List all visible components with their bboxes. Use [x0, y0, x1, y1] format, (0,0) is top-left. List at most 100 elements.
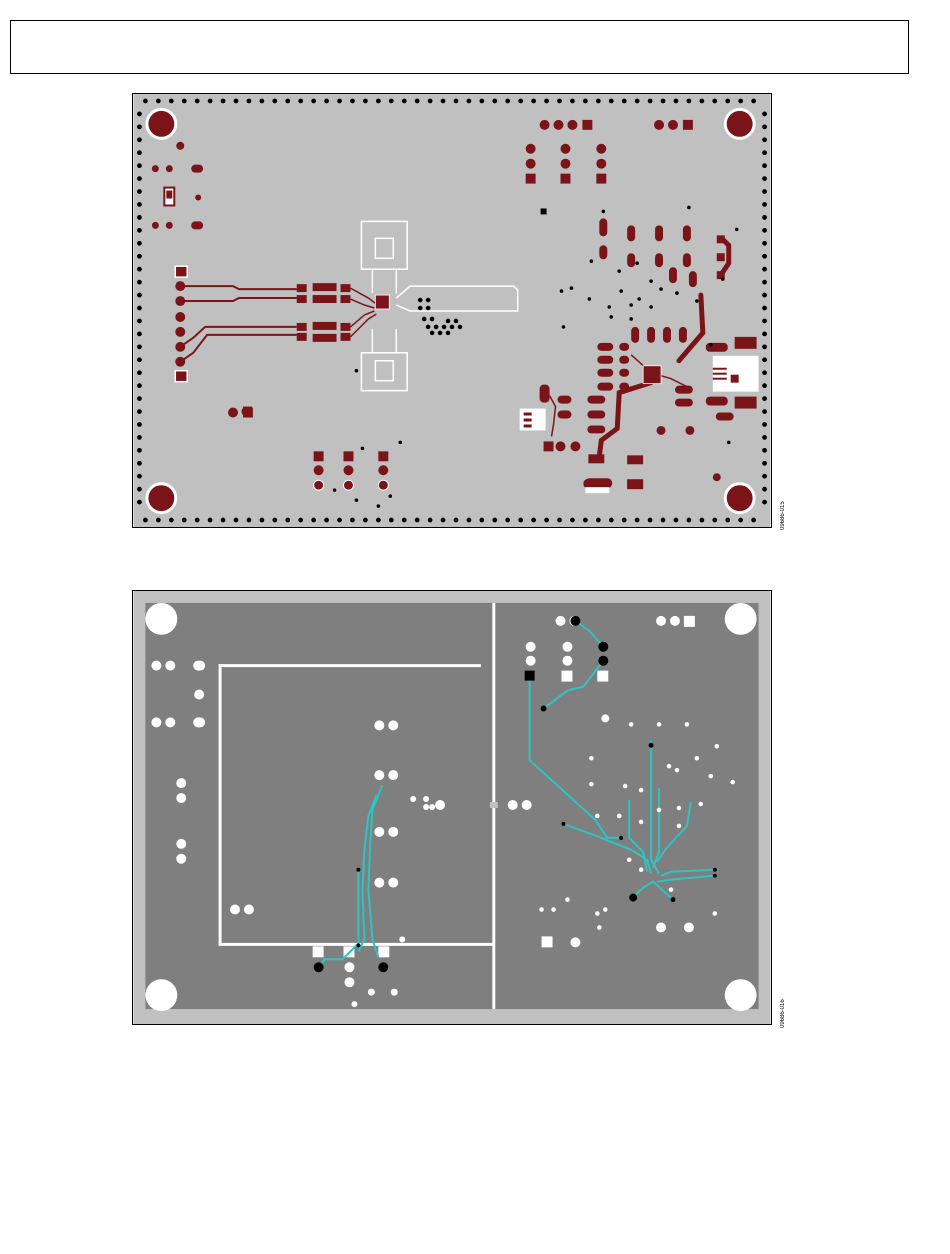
via	[675, 768, 680, 773]
via	[137, 189, 142, 194]
via	[677, 806, 682, 811]
via	[446, 331, 451, 336]
via	[725, 518, 730, 523]
via	[751, 518, 756, 523]
via	[505, 518, 510, 523]
via	[609, 518, 614, 523]
via	[137, 370, 142, 375]
via	[762, 396, 767, 401]
via	[137, 422, 142, 427]
via	[137, 280, 142, 285]
via	[376, 99, 381, 104]
via	[137, 500, 142, 505]
via	[677, 824, 682, 829]
via	[762, 319, 767, 324]
via	[674, 99, 679, 104]
via	[426, 325, 431, 330]
via	[259, 518, 264, 523]
via	[247, 518, 252, 523]
component-cutout	[520, 409, 546, 431]
via	[637, 297, 641, 301]
via	[762, 176, 767, 181]
via	[333, 488, 337, 492]
via	[589, 782, 594, 787]
pcb-top-layer-drawing	[133, 94, 771, 527]
via	[137, 241, 142, 246]
via	[714, 744, 719, 749]
via	[762, 112, 767, 117]
via	[298, 518, 303, 523]
via	[685, 722, 690, 727]
via	[137, 267, 142, 272]
via	[762, 306, 767, 311]
via	[454, 99, 459, 104]
via	[639, 820, 644, 825]
via	[635, 518, 640, 523]
via	[762, 409, 767, 414]
via	[324, 518, 329, 523]
via	[430, 317, 435, 322]
via	[479, 518, 484, 523]
via	[762, 228, 767, 233]
via	[137, 293, 142, 298]
via	[137, 228, 142, 233]
via	[137, 137, 142, 142]
plane-bridge	[490, 802, 498, 808]
via	[285, 99, 290, 104]
via	[355, 498, 359, 502]
via	[590, 259, 594, 263]
via	[285, 518, 290, 523]
via	[298, 99, 303, 104]
via	[557, 99, 562, 104]
via	[430, 331, 435, 336]
via	[649, 305, 653, 309]
via	[454, 319, 459, 324]
clock-ic	[643, 366, 661, 384]
via	[137, 344, 142, 349]
via	[272, 99, 277, 104]
via	[762, 461, 767, 466]
via	[762, 189, 767, 194]
via	[565, 897, 570, 902]
via	[762, 124, 767, 129]
via	[137, 409, 142, 414]
via	[762, 241, 767, 246]
via	[137, 461, 142, 466]
via	[597, 925, 602, 930]
via	[518, 518, 523, 523]
via	[622, 518, 627, 523]
via	[623, 784, 628, 789]
via	[350, 99, 355, 104]
via	[418, 298, 423, 303]
via	[137, 202, 142, 207]
via	[156, 518, 161, 523]
via	[137, 487, 142, 492]
via	[687, 518, 692, 523]
via	[195, 99, 200, 104]
via	[492, 99, 497, 104]
via	[595, 911, 600, 916]
via	[609, 315, 613, 319]
via	[311, 99, 316, 104]
via	[195, 518, 200, 523]
via	[669, 887, 674, 892]
via	[639, 867, 644, 872]
via	[137, 215, 142, 220]
via	[762, 332, 767, 337]
via	[272, 518, 277, 523]
ground-fill	[145, 603, 758, 1009]
via	[648, 518, 653, 523]
via	[518, 99, 523, 104]
via	[560, 289, 564, 293]
via	[428, 518, 433, 523]
via	[570, 286, 574, 290]
via	[143, 518, 148, 523]
via	[259, 99, 264, 104]
via	[695, 299, 699, 303]
via	[531, 518, 536, 523]
via	[730, 780, 735, 785]
via	[639, 788, 644, 793]
via	[389, 518, 394, 523]
via	[709, 774, 714, 779]
mounting-hole	[727, 111, 753, 137]
